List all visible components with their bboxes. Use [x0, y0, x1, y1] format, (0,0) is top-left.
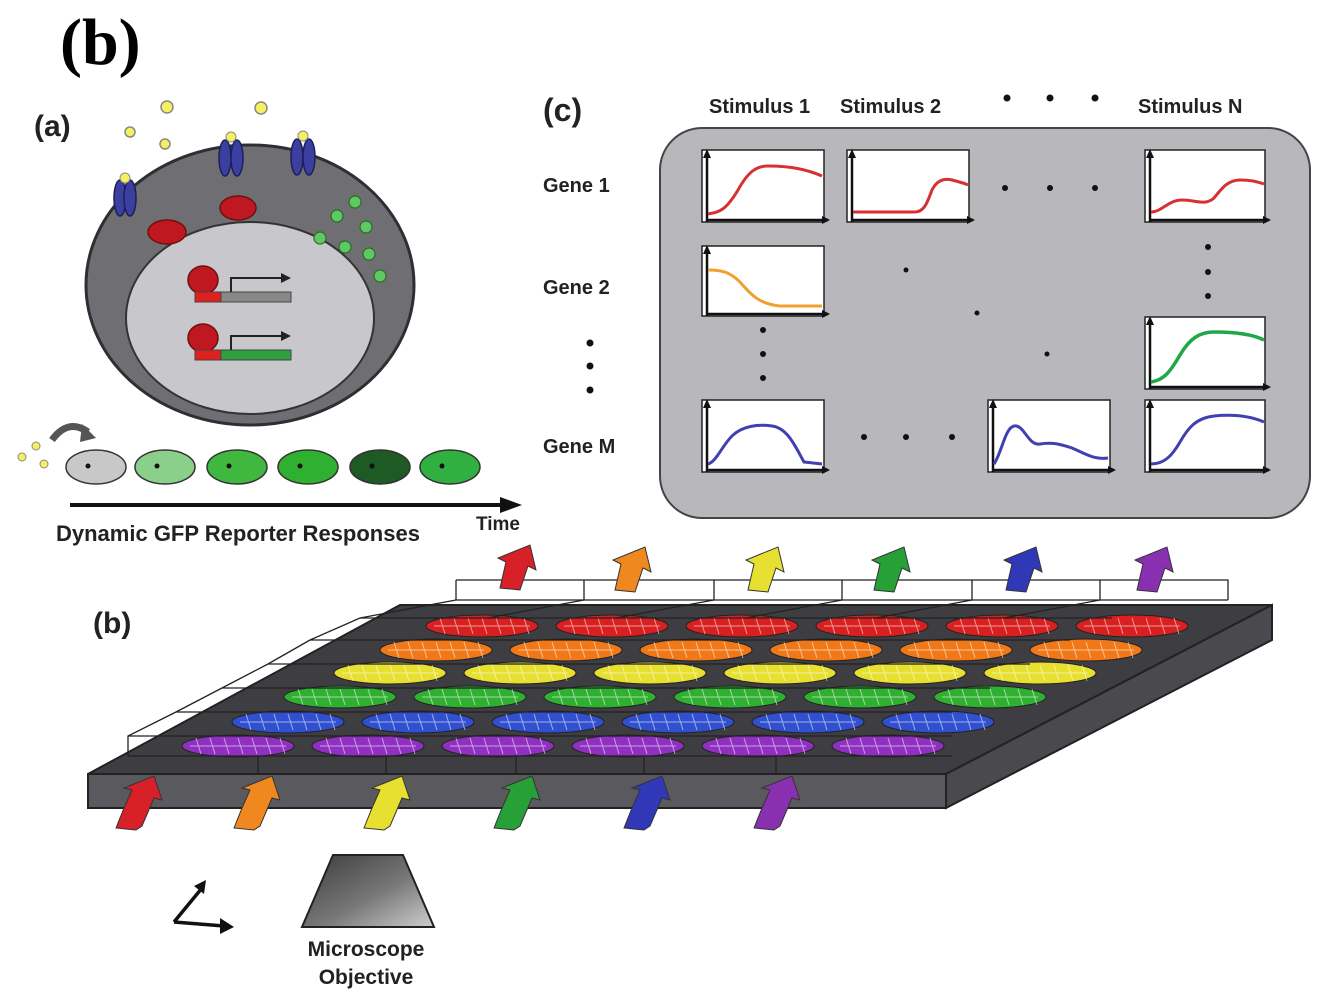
time-label: Time	[476, 514, 520, 535]
plot-green-stimN	[1144, 316, 1271, 391]
figure-label: (b)	[60, 6, 141, 79]
cell-texture	[812, 688, 908, 706]
stimulus-1-label: Stimulus 1	[709, 96, 810, 118]
cell-texture	[710, 737, 806, 755]
cell-texture	[472, 664, 568, 682]
cell-texture	[240, 713, 336, 731]
cell-texture	[1038, 641, 1134, 659]
cell-texture	[190, 737, 286, 755]
objective-label-2: Objective	[319, 966, 414, 989]
cell-texture	[942, 688, 1038, 706]
cell-texture	[890, 713, 986, 731]
gfp-caption: Dynamic GFP Reporter Responses	[56, 521, 420, 546]
plot-geneM-stim3	[987, 399, 1116, 474]
cell-texture	[682, 688, 778, 706]
channel-wireframes	[127, 579, 1229, 774]
cell-texture	[552, 688, 648, 706]
plot-gene1-stim2	[846, 149, 975, 224]
cell-nuclei-dots	[85, 463, 445, 469]
bound-ligands	[119, 130, 309, 184]
panel-c-label: (c)	[543, 92, 582, 128]
panel-a-label: (a)	[34, 110, 71, 143]
cell-texture	[840, 737, 936, 755]
cell-texture	[292, 688, 388, 706]
membrane-receptors	[113, 138, 316, 217]
objective-label-1: Microscope	[308, 938, 425, 961]
cell-texture	[580, 737, 676, 755]
plot-gene2-stim1	[701, 245, 830, 318]
cell-texture	[342, 664, 438, 682]
gene-2-label: Gene 2	[543, 277, 610, 299]
cell-texture	[732, 664, 828, 682]
cell-texture	[518, 641, 614, 659]
cell-texture	[760, 713, 856, 731]
cytoplasm-proteins	[147, 195, 257, 245]
stimulus-ellipsis	[1003, 94, 1099, 102]
cell-texture	[778, 641, 874, 659]
cell-texture	[564, 617, 660, 635]
panel-b: (b)	[87, 544, 1273, 989]
cell-texture	[500, 713, 596, 731]
microscope-objective	[300, 854, 436, 928]
cell-texture	[320, 737, 416, 755]
cell-texture	[388, 641, 484, 659]
cell-texture	[648, 641, 744, 659]
gene-1-label: Gene 1	[543, 175, 610, 197]
chip-side	[945, 603, 1273, 810]
cell-texture	[450, 737, 546, 755]
reporter-construct-2	[187, 323, 292, 361]
orientation-axes-icon	[172, 886, 225, 928]
plot-geneM-stim1	[701, 399, 830, 474]
panel-b-label: (b)	[93, 607, 131, 640]
cell-texture	[908, 641, 1004, 659]
plot-gene1-stim1	[701, 149, 830, 224]
cell-texture	[862, 664, 958, 682]
cell-texture	[630, 713, 726, 731]
plot-geneM-stimN	[1144, 399, 1271, 474]
cell-texture	[992, 664, 1088, 682]
cell-texture	[694, 617, 790, 635]
gfp-molecules	[313, 195, 387, 283]
reporter-construct-1	[187, 265, 292, 303]
stimulus-input	[17, 423, 96, 469]
well-array	[181, 614, 1189, 758]
cell-texture	[422, 688, 518, 706]
cell-texture	[954, 617, 1050, 635]
cell-texture	[1084, 617, 1180, 635]
stimulus-2-label: Stimulus 2	[840, 96, 941, 118]
cell-nucleus	[125, 221, 375, 415]
inlet-arrows	[496, 544, 1174, 593]
panel-c: (c) Stimulus 1 Stimulus 2 Stimulus N Gen…	[543, 92, 1311, 519]
matrix-ellipsis-dots	[760, 185, 1211, 440]
gfp-response-cells	[65, 449, 481, 485]
panel-a: (a)	[17, 100, 522, 546]
gene-ellipsis	[586, 339, 594, 394]
cell-texture	[370, 713, 466, 731]
stimulus-n-label: Stimulus N	[1138, 96, 1242, 118]
ligand-molecules	[124, 100, 268, 150]
plot-gene1-stimN	[1144, 149, 1271, 224]
cell-texture	[602, 664, 698, 682]
outlet-arrows	[115, 775, 801, 831]
gene-m-label: Gene M	[543, 436, 615, 458]
cell-texture	[434, 617, 530, 635]
cell-texture	[824, 617, 920, 635]
